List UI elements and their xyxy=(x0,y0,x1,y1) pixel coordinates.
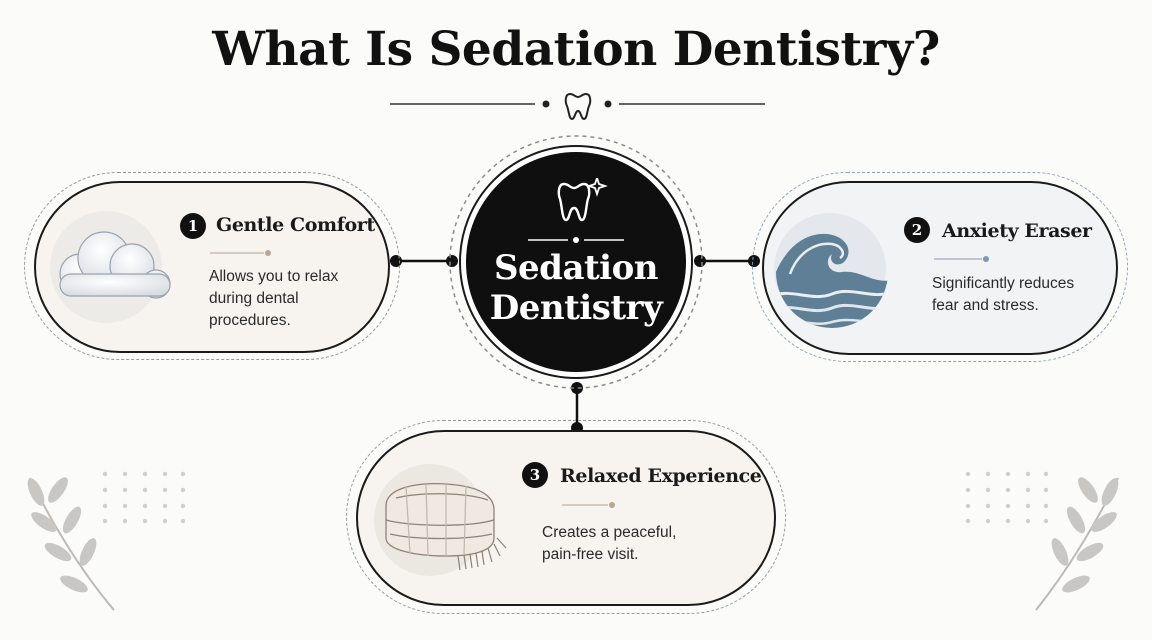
page-title: What Is Sedation Dentistry? xyxy=(212,22,940,77)
card3-line2: pain-free visit. xyxy=(542,546,639,563)
cloud-icon xyxy=(59,231,171,299)
card1-line3: procedures. xyxy=(209,312,291,329)
card3-line1: Creates a peaceful, xyxy=(542,524,677,541)
card-title-gentle-comfort: Gentle Comfort xyxy=(216,214,375,236)
card1-line2: during dental xyxy=(209,290,299,307)
blanket-icon xyxy=(385,482,507,571)
card-desc-gentle-comfort: Allows you to relax during dental proced… xyxy=(209,266,379,332)
tooth-sparkle-icon xyxy=(557,178,608,222)
card-anxiety-eraser-outline xyxy=(752,172,1128,362)
center-title: Sedation Dentistry xyxy=(468,248,684,328)
card-desc-anxiety-eraser: Significantly reduces fear and stress. xyxy=(932,273,1112,317)
leaf-branch-right xyxy=(1035,477,1119,611)
dot-grid-left xyxy=(102,471,186,524)
card1-line1: Allows you to relax xyxy=(209,268,339,285)
center-title-line1: Sedation xyxy=(493,248,659,288)
card-title-relaxed-experience: Relaxed Experience xyxy=(560,465,762,487)
card2-line1: Significantly reduces xyxy=(932,275,1075,292)
tooth-icon xyxy=(564,92,592,121)
step-badge-2: 2 xyxy=(904,217,930,243)
step-badge-1: 1 xyxy=(180,213,206,239)
step-badge-3: 3 xyxy=(522,462,548,488)
card-desc-relaxed-experience: Creates a peaceful, pain-free visit. xyxy=(542,522,742,566)
card-relaxed-experience-outline xyxy=(346,420,786,614)
dot-grid-right xyxy=(965,471,1049,524)
center-title-line2: Dentistry xyxy=(489,288,663,328)
card-gentle-comfort-outline xyxy=(24,172,400,360)
card-title-anxiety-eraser: Anxiety Eraser xyxy=(942,220,1092,242)
leaf-branch-left xyxy=(27,477,115,611)
wave-icon xyxy=(776,233,888,328)
card2-line2: fear and stress. xyxy=(932,297,1039,314)
